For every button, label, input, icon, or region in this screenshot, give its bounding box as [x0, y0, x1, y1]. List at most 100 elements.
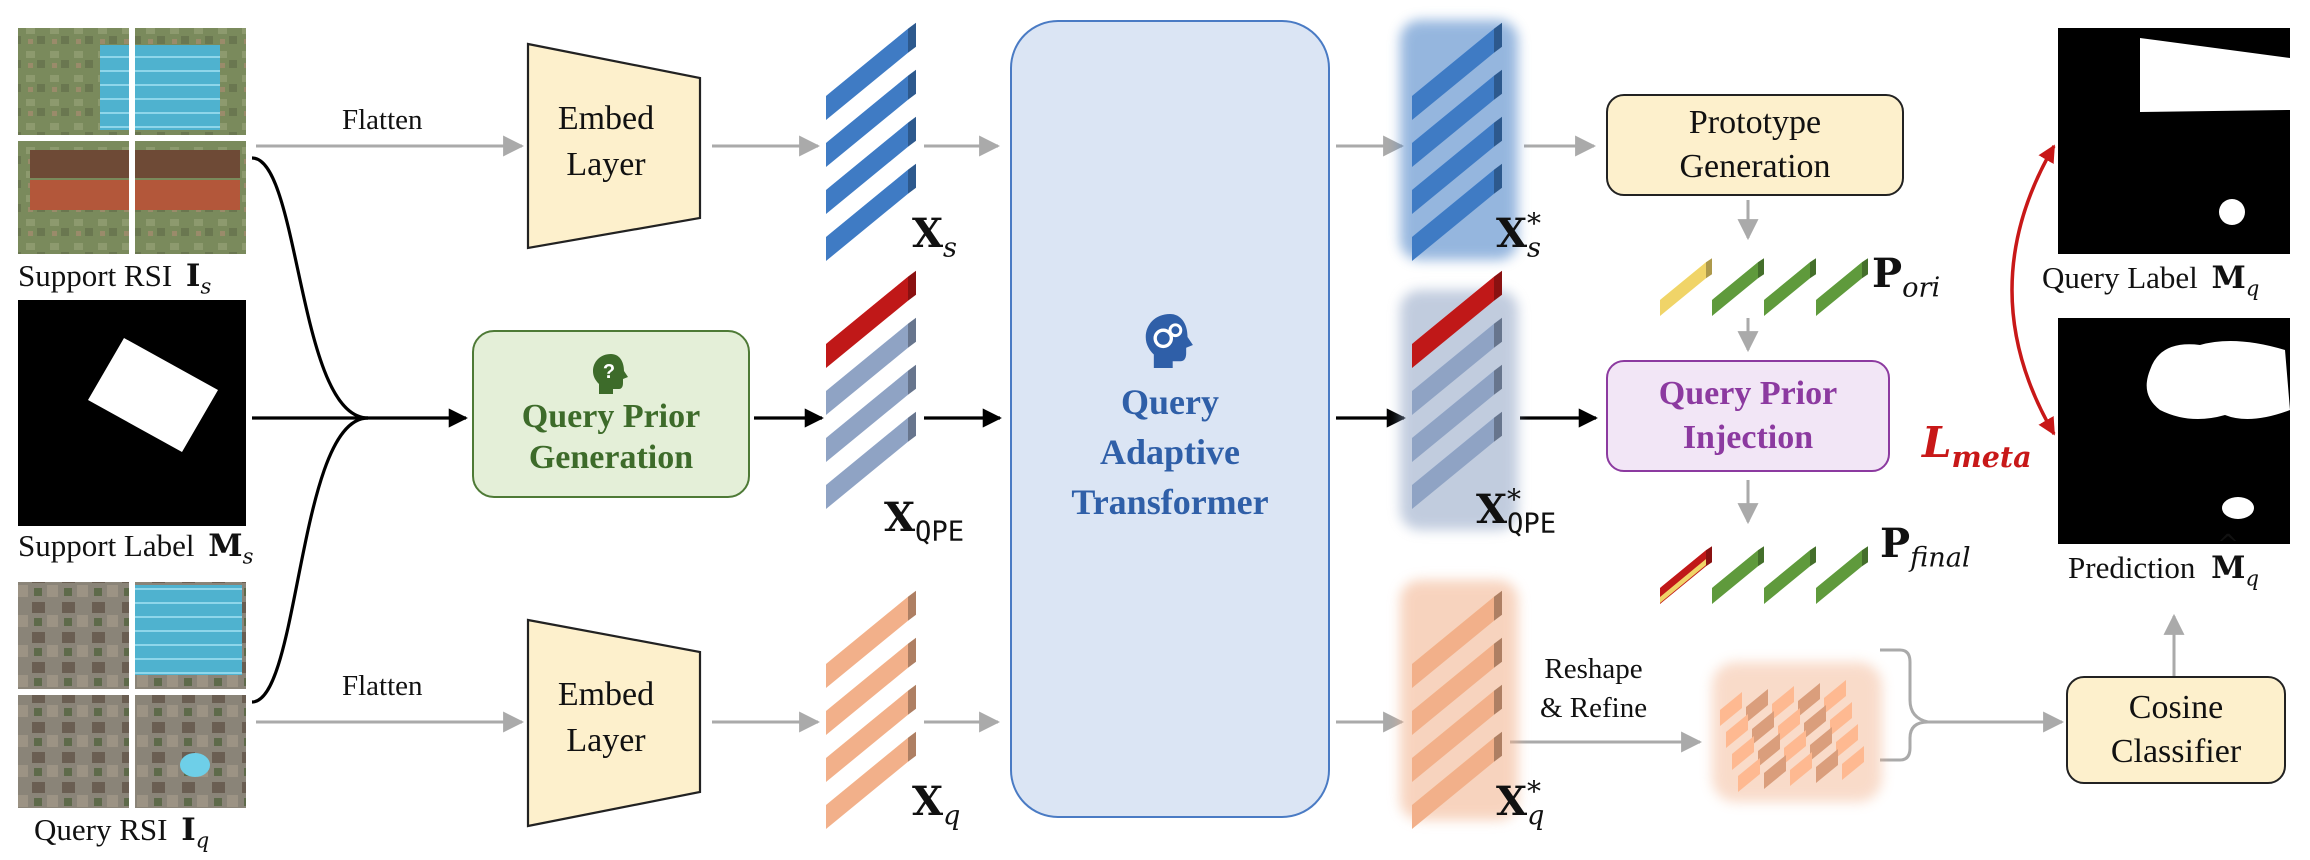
query-label-sub: q — [2245, 275, 2260, 301]
embed-top-line1: Embed — [557, 100, 655, 137]
meta-loss-arc — [2010, 144, 2056, 436]
feat-cube-cell-2-1 — [1758, 733, 1780, 767]
qpg-label-line1: Query Prior — [521, 398, 701, 436]
query-label-text: Query Label — [2042, 260, 2198, 295]
support-label-image — [18, 300, 246, 526]
query-label-sym: M — [2211, 260, 2246, 296]
feat-cube-cell-1-1 — [1752, 711, 1774, 745]
token-stack-xqpe — [826, 270, 916, 509]
xq-sub: q — [943, 800, 961, 832]
tok-xs-bar-1-front — [826, 75, 908, 167]
feat-cube-cell-1-4 — [1830, 702, 1852, 736]
xqpe-sub: QPE — [915, 516, 965, 548]
feat-cube-cell-3-4 — [1842, 746, 1864, 780]
tok-xs-bar-1-side — [908, 69, 916, 100]
support-label-symbol: Ms — [208, 528, 253, 568]
token-stack-xq — [826, 590, 916, 829]
feat-cube-cell-3-1 — [1764, 755, 1786, 789]
tok-xs-star-glow — [1400, 20, 1518, 260]
tok-xs-bar-0-front — [826, 28, 908, 120]
tok-xqpe-star-bar-3-side — [1494, 411, 1502, 442]
feat-cube-cell-2-4 — [1836, 724, 1858, 758]
prototype-tokens-ori — [1660, 258, 1868, 316]
xs-sym: X — [912, 210, 944, 257]
xqpe-star-sup: * — [1507, 483, 1522, 516]
tok-xq-star-bar-2-front — [1412, 690, 1494, 782]
tok-xqpe-star-bar-0-side — [1494, 270, 1502, 301]
feat-cube-cell-1-3 — [1804, 705, 1826, 739]
xq-star-symbol: X*q — [1496, 775, 1544, 832]
embed-bottom-label: Embed Layer — [550, 672, 662, 764]
support-label-text: Support Label — [18, 528, 195, 563]
tok-xq-bar-1-front — [826, 643, 908, 735]
prediction-symbol: ^Mq — [2211, 530, 2259, 590]
tok-xq-star-bar-0-side — [1494, 590, 1502, 621]
tok-pori-bar-2-side — [1810, 258, 1816, 279]
xs-sub: s — [943, 232, 957, 264]
pfinal-symbol: Pfinal — [1880, 520, 1971, 574]
tok-xq-bar-0-front — [826, 596, 908, 688]
tok-xs-star-bar-0-side — [1494, 22, 1502, 53]
query-prior-generation-box: ? Query Prior Generation — [472, 330, 750, 498]
black-merge-lines — [251, 156, 369, 704]
query-rsi-symbol: Iq — [181, 812, 209, 852]
reshape-refine-label: Reshape & Refine — [1540, 650, 1647, 728]
tok-xqpe-star-bar-1-side — [1494, 317, 1502, 348]
tok-xs-star-bar-2-front — [1412, 122, 1494, 214]
feat-cube-cell-3-3 — [1816, 749, 1838, 783]
reshape-line1: Reshape — [1544, 653, 1643, 685]
query-rsi-sym: I — [181, 812, 196, 848]
tok-xqpe-star-bar-3-front — [1412, 417, 1494, 509]
qat-label-line2: Adaptive — [1099, 432, 1240, 473]
pori-sym: P — [1872, 250, 1903, 297]
proto-label-line1: Prototype — [1688, 103, 1822, 141]
support-rsi-image — [18, 28, 246, 254]
reshape-line2: & Refine — [1540, 692, 1648, 725]
feat-cube-cell-0-2 — [1772, 686, 1794, 720]
qpi-label-line2: Injection — [1682, 419, 1814, 456]
feat-cube-cell-0-3 — [1798, 683, 1820, 717]
pori-symbol: Pori — [1872, 250, 1940, 304]
xs-symbol: Xs — [912, 210, 957, 264]
flatten-top-label: Flatten — [342, 104, 423, 136]
tok-xq-star-bar-3-side — [1494, 731, 1502, 762]
tok-pfinal-bar-2-front — [1764, 550, 1810, 604]
xqpe-symbol: XQPE — [884, 494, 964, 548]
flatten-bottom-label: Flatten — [342, 670, 423, 702]
tok-xq-bar-1-side — [908, 637, 916, 668]
tok-xs-bar-3-front — [826, 169, 908, 261]
xq-symbol: Xq — [912, 778, 960, 832]
tok-pori-bar-3-front — [1816, 262, 1862, 316]
prototype-generation-box: Prototype Generation — [1606, 94, 1904, 196]
query-prior-injection-box: Query Prior Injection — [1606, 360, 1890, 472]
tok-xqpe-bar-3-side — [908, 411, 916, 442]
tok-xq-bar-2-side — [908, 684, 916, 715]
cos-label-line1: Cosine — [2128, 688, 2224, 726]
tok-pfinal-bar-0-side — [1706, 546, 1712, 567]
xs-star-sym: X — [1496, 210, 1528, 257]
loss-sym: L — [1922, 418, 1952, 467]
tok-pori-bar-0-front — [1660, 262, 1706, 316]
tok-xqpe-bar-1-front — [826, 323, 908, 415]
tok-xs-star-bar-0-front — [1412, 28, 1494, 120]
cosine-classifier-box: Cosine Classifier — [2066, 676, 2286, 784]
embed-bottom-line1: Embed — [557, 676, 655, 713]
xqpe-star-sym: X — [1476, 486, 1508, 533]
prototype-tokens-final — [1660, 546, 1868, 604]
prediction-sym: M — [2211, 550, 2246, 586]
feat-cube-cell-2-0 — [1732, 736, 1754, 770]
xqpe-star-sub: QPE — [1507, 508, 1557, 540]
xs-star-symbol: X*s — [1496, 207, 1541, 264]
embed-layer-top — [526, 42, 702, 250]
prediction-caption: Prediction ^Mq — [2068, 530, 2259, 590]
tok-xq-star-bar-0-front — [1412, 596, 1494, 688]
qat-label-line1: Query — [1121, 382, 1219, 423]
tok-xq-bar-2-front — [826, 690, 908, 782]
prediction-hat: ^ — [2217, 530, 2239, 560]
token-stack-xqpe-star — [1400, 270, 1518, 530]
tok-xq-bar-3-side — [908, 731, 916, 762]
tok-xqpe-star-bar-2-side — [1494, 364, 1502, 395]
svg-text:?: ? — [603, 361, 615, 383]
feat-cube-cell-3-2 — [1790, 752, 1812, 786]
meta-loss-label: Lmeta — [1922, 418, 2032, 474]
